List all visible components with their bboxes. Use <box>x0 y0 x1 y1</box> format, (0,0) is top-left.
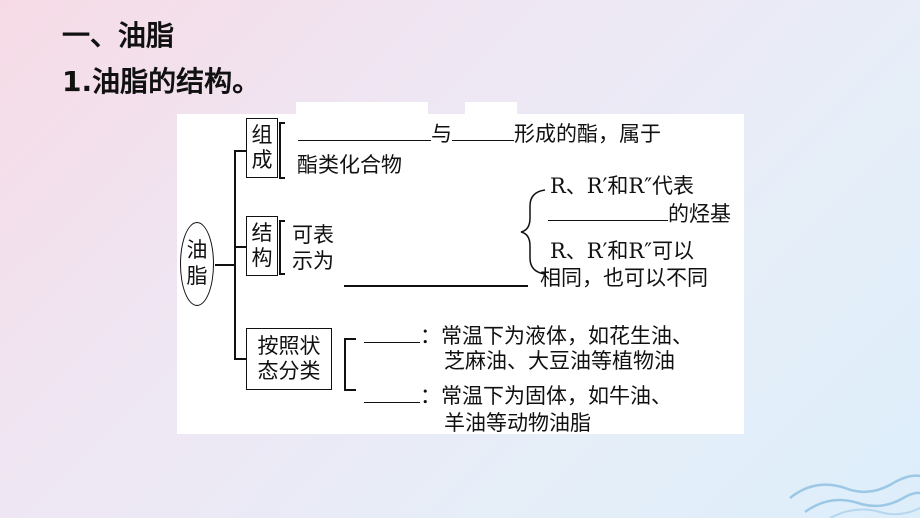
subsection-heading: 1.油脂的结构。 <box>62 65 261 98</box>
structure-bracket <box>279 220 281 274</box>
main-trunk-line <box>234 150 236 358</box>
panel-tab-left <box>296 102 428 114</box>
classification-bracket-top <box>344 338 356 340</box>
hydrocarbon-blank[interactable] <box>548 200 668 221</box>
composition-bracket <box>279 122 281 178</box>
solid-fat-blank[interactable] <box>364 382 420 403</box>
composition-box: 组 成 <box>246 118 278 178</box>
structure-can-express: 可表 <box>292 223 334 247</box>
composition-line2: 酯类化合物 <box>297 153 402 177</box>
structure-note-2-line: 的烃基 <box>548 200 731 227</box>
classification-item1-text: ：常温下为液体，如花生油、 <box>420 324 693 348</box>
branch-classification <box>234 358 246 360</box>
composition-line1: 与 形成的酯，属于 <box>298 120 661 147</box>
composition-text-ester: 形成的酯，属于 <box>514 122 661 146</box>
structure-formula-blank[interactable] <box>344 285 528 287</box>
branch-composition <box>234 150 246 152</box>
structure-note-2: 的烃基 <box>668 202 731 226</box>
classification-item2-line2: 羊油等动物油脂 <box>444 411 591 435</box>
classification-bracket-bottom <box>344 389 356 391</box>
structure-bracket-bottom <box>279 273 285 275</box>
classification-bracket <box>344 338 346 390</box>
classification-box: 按照状 态分类 <box>246 328 332 390</box>
liquid-oil-blank[interactable] <box>364 322 420 343</box>
classification-item1-line1: ：常温下为液体，如花生油、 <box>364 322 693 349</box>
structure-box: 结 构 <box>246 216 278 276</box>
branch-structure <box>234 246 246 248</box>
composition-blank-1[interactable] <box>298 120 431 141</box>
structure-bracket-top <box>279 220 285 222</box>
composition-text-and: 与 <box>431 122 452 146</box>
section-heading: 一、油脂 <box>62 19 175 52</box>
structure-note-4: 相同，也可以不同 <box>540 266 708 290</box>
panel-tab-right <box>465 102 517 114</box>
composition-bracket-top <box>279 122 285 124</box>
structure-as: 示为 <box>292 249 334 273</box>
root-connector <box>215 264 235 266</box>
structure-note-3: R、R′和R″可以 <box>550 239 695 263</box>
classification-item1-line2: 芝麻油、大豆油等植物油 <box>444 349 675 373</box>
classification-item2-line1: ：常温下为固体，如牛油、 <box>364 382 672 409</box>
structure-note-1: R、R′和R″代表 <box>550 174 695 198</box>
composition-bracket-bottom <box>279 177 285 179</box>
classification-item2-text: ：常温下为固体，如牛油、 <box>420 384 672 408</box>
composition-blank-2[interactable] <box>452 120 514 141</box>
root-oil-fat-node: 油 脂 <box>180 222 214 306</box>
